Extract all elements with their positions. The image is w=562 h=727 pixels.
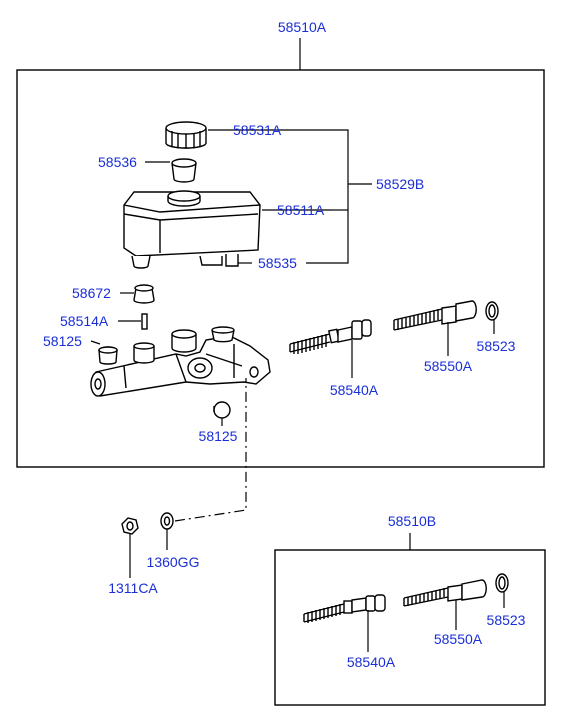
reservoir-cap-icon (165, 121, 207, 149)
label-grommet-part: 58535 (258, 255, 297, 271)
nut-icon (121, 517, 139, 535)
label-piston-primary: 58540A (330, 382, 379, 398)
pin-icon (141, 313, 148, 330)
label-piston-secondary: 58550A (424, 358, 473, 374)
label-assy-kit: 58510B (388, 513, 436, 529)
label-reservoir: 58511A (277, 202, 325, 218)
label-plug-left: 58125 (43, 333, 82, 349)
label-strainer: 58536 (98, 154, 137, 170)
primary-piston-icon (289, 319, 372, 354)
plug-left-icon (98, 346, 118, 365)
main-assembly-box (16, 69, 545, 468)
label-plug-bottom: 58125 (199, 428, 238, 444)
label-reservoir-kit: 58529B (376, 176, 424, 192)
snap-ring-icon (485, 301, 499, 321)
secondary-piston-icon (393, 300, 477, 331)
master-cylinder-icon (90, 326, 271, 397)
label-kit-snap-ring: 58523 (487, 612, 526, 628)
washer-icon (160, 512, 174, 530)
plug-bottom-icon (213, 401, 231, 419)
grommet-icon (133, 284, 155, 304)
label-grommet: 58672 (72, 285, 111, 301)
label-snap-ring: 58523 (477, 338, 516, 354)
leader-lines (90, 129, 505, 652)
strainer-icon (171, 158, 197, 183)
label-cap: 58531A (233, 122, 282, 138)
label-pin: 58514A (60, 313, 109, 329)
reservoir-icon (123, 190, 261, 269)
label-assy-main: 58510A (278, 19, 327, 35)
label-washer: 1360GG (147, 554, 200, 570)
kit-snap-ring-icon (495, 573, 509, 593)
kit-primary-piston-icon (303, 594, 386, 623)
label-kit-piston-primary: 58540A (347, 654, 396, 670)
label-nut: 1311CA (108, 580, 158, 596)
kit-secondary-piston-icon (403, 579, 487, 607)
label-kit-piston-secondary: 58550A (434, 631, 483, 647)
